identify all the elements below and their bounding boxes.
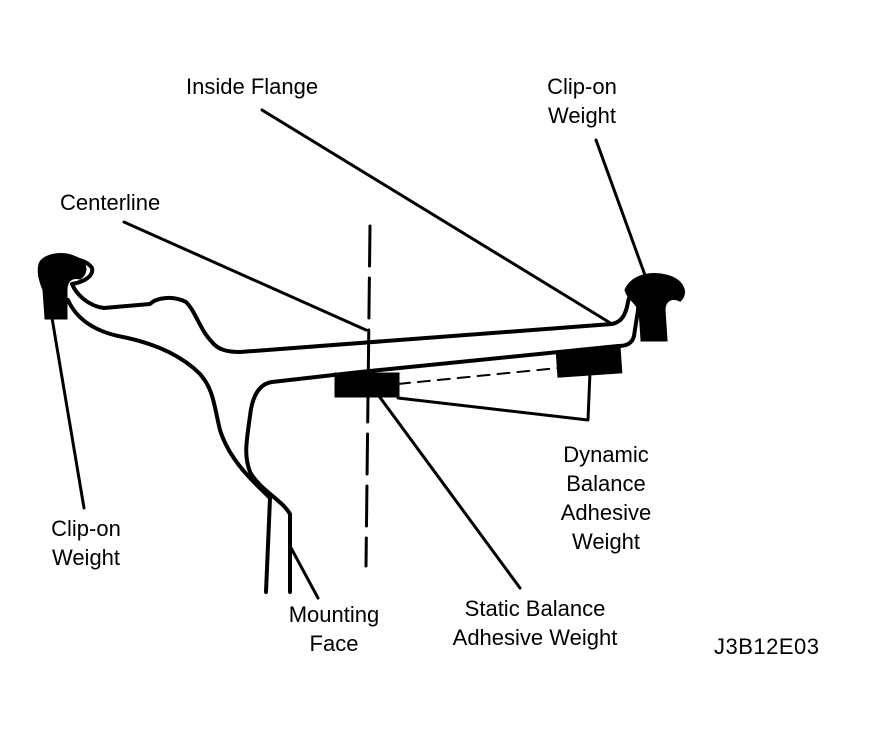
leader-clip-on-right — [594, 138, 648, 280]
clip-on-weight-right-shape — [624, 273, 685, 342]
label-dynamic-balance-weight: Dynamic Balance Adhesive Weight — [560, 442, 652, 554]
label-clip-on-weight-right: Clip-on Weight — [547, 74, 617, 128]
leader-clip-on-left — [50, 316, 86, 510]
leader-inside-flange — [260, 108, 614, 326]
leader-dynamic-balance — [396, 370, 592, 422]
dynamic-weight-link — [397, 367, 559, 385]
leader-mounting-face — [288, 544, 320, 600]
label-centerline: Centerline — [60, 190, 161, 215]
label-clip-on-weight-left: Clip-on Weight — [51, 516, 121, 570]
figure-code: J3B12E03 — [714, 634, 820, 659]
clip-on-weight-left-shape — [37, 253, 87, 320]
label-inside-flange: Inside Flange — [186, 74, 319, 99]
rim-inner-contour — [66, 298, 272, 594]
leader-centerline — [122, 220, 368, 332]
mounting-disc-contour — [244, 344, 620, 594]
dynamic-balance-weight-shape — [555, 346, 623, 378]
rim-outer-contour — [48, 256, 660, 354]
static-balance-weight-shape — [334, 372, 400, 398]
label-mounting-face: Mounting Face — [288, 602, 380, 656]
leader-static-balance — [374, 390, 522, 590]
label-static-balance-weight: Static Balance Adhesive Weight — [452, 596, 618, 650]
